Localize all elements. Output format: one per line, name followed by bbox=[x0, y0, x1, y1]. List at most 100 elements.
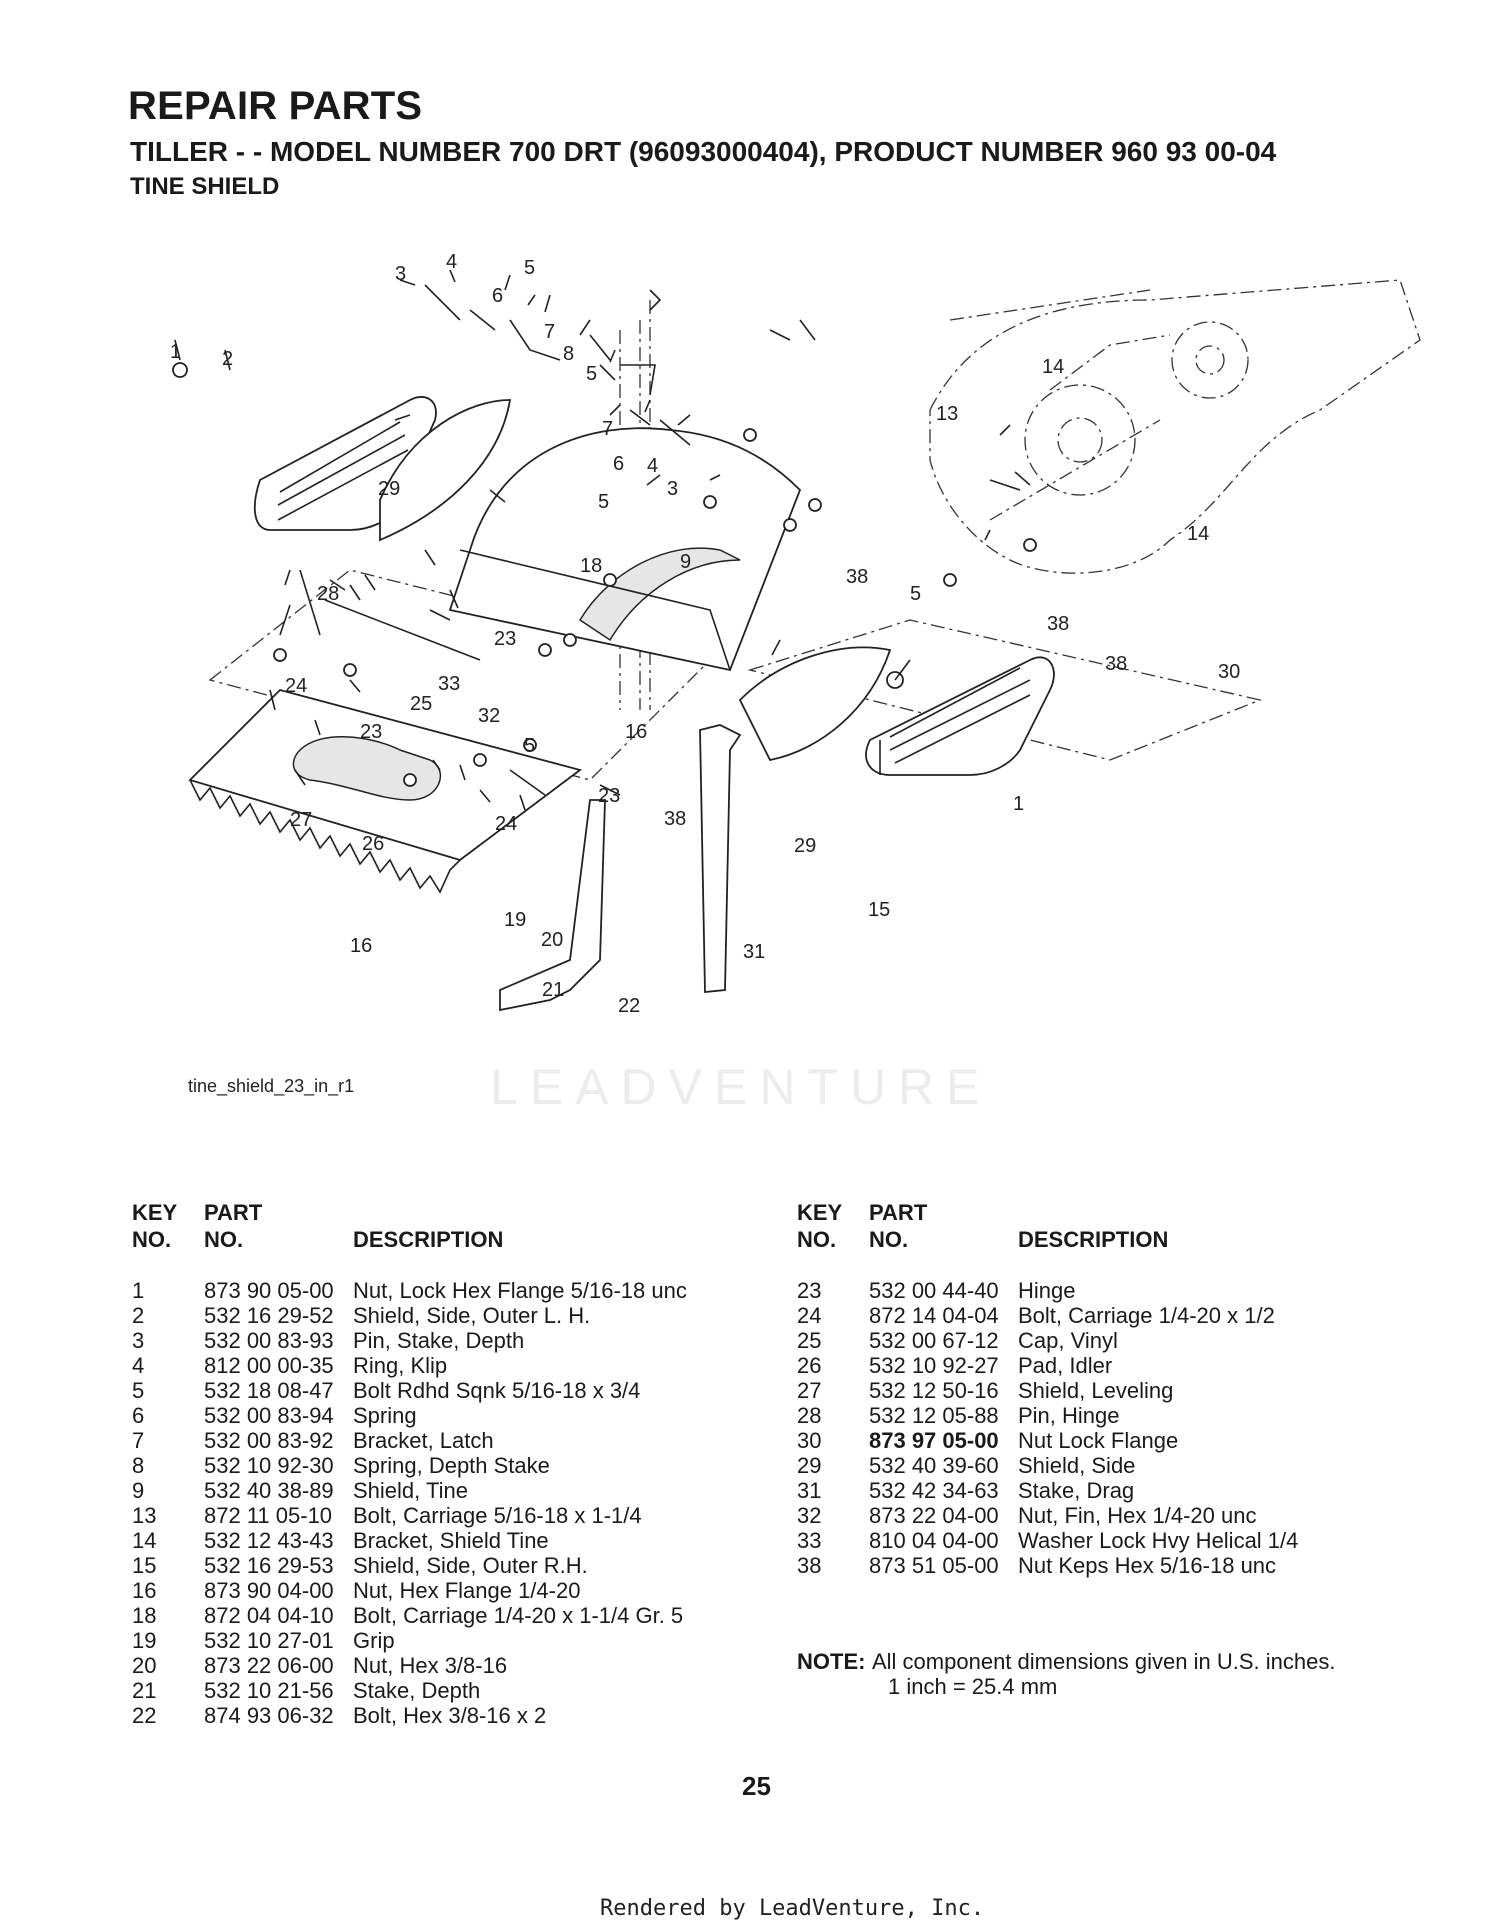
page-title: REPAIR PARTS bbox=[128, 84, 423, 128]
callout: 7 bbox=[602, 418, 613, 440]
callout: 29 bbox=[378, 478, 400, 500]
callout: 16 bbox=[625, 721, 647, 743]
tiller-chassis-outline bbox=[929, 279, 1421, 574]
callout: 29 bbox=[794, 835, 816, 857]
tine-shield bbox=[448, 427, 802, 672]
callout: 5 bbox=[598, 491, 609, 513]
callout: 31 bbox=[743, 941, 765, 963]
callout: 13 bbox=[936, 403, 958, 425]
header-description: DESCRIPTION bbox=[1018, 1227, 1169, 1252]
callout: 26 bbox=[362, 833, 384, 855]
header-part-no: NO. bbox=[869, 1227, 909, 1252]
side-shield-right bbox=[865, 656, 1055, 776]
callout: 19 bbox=[504, 909, 526, 931]
callout: 5 bbox=[524, 735, 535, 757]
header-part: PART bbox=[204, 1200, 263, 1225]
callout: 22 bbox=[618, 995, 640, 1017]
header-description: DESCRIPTION bbox=[353, 1227, 504, 1252]
callout: 3 bbox=[395, 263, 406, 285]
callout: 2 bbox=[222, 348, 233, 370]
callout: 38 bbox=[1105, 653, 1127, 675]
callout: 8 bbox=[563, 343, 574, 365]
callout: 20 bbox=[541, 929, 563, 951]
callout: 14 bbox=[1187, 523, 1209, 545]
spring-mid bbox=[629, 409, 651, 426]
callout: 23 bbox=[360, 721, 382, 743]
callout: 33 bbox=[438, 673, 460, 695]
diagram-reference: tine_shield_23_in_r1 bbox=[188, 1076, 354, 1097]
note-line-1: All component dimensions given in U.S. i… bbox=[872, 1649, 1336, 1674]
callout: 5 bbox=[586, 363, 597, 385]
callout: 6 bbox=[492, 285, 503, 307]
header-key: KEY bbox=[797, 1200, 843, 1225]
side-shield-29-lower bbox=[738, 646, 892, 762]
bracket-latch-top bbox=[509, 319, 561, 361]
callout: 14 bbox=[1042, 356, 1064, 378]
hinge-pin bbox=[324, 599, 481, 661]
header-key-no: NO. bbox=[797, 1227, 837, 1252]
side-shield-29-upper bbox=[379, 399, 512, 542]
diagram-svg: 1 2 3 4 5 6 7 8 5 7 6 4 3 29 18 9 5 28 2… bbox=[170, 251, 1421, 1097]
callout: 23 bbox=[494, 628, 516, 650]
header-part-no: NO. bbox=[204, 1227, 244, 1252]
drag-stake bbox=[699, 724, 742, 993]
header-key-no: NO. bbox=[132, 1227, 172, 1252]
callout: 38 bbox=[664, 808, 686, 830]
rendered-by-footer: Rendered by LeadVenture, Inc. bbox=[600, 1896, 985, 1921]
leveling-shield bbox=[188, 688, 583, 894]
callout: 28 bbox=[317, 583, 339, 605]
klip-ring bbox=[649, 289, 662, 311]
table-header: KEY NO. PART NO. DESCRIPTION bbox=[132, 1200, 752, 1262]
callout: 9 bbox=[680, 551, 691, 573]
pin-stake-depth-top bbox=[424, 284, 461, 321]
callout: 4 bbox=[446, 251, 457, 273]
callout: 30 bbox=[1218, 661, 1240, 683]
header-part: PART bbox=[869, 1200, 928, 1225]
grip bbox=[509, 769, 546, 796]
callout: 5 bbox=[524, 257, 535, 279]
spring-top bbox=[469, 309, 496, 331]
callout: 27 bbox=[290, 809, 312, 831]
table-header: KEY NO. PART NO. DESCRIPTION bbox=[797, 1200, 1417, 1262]
note-line-2: 1 inch = 25.4 mm bbox=[888, 1674, 1058, 1699]
exploded-parts-diagram: 1 2 3 4 5 6 7 8 5 7 6 4 3 29 18 9 5 28 2… bbox=[150, 240, 1430, 1160]
callout: 18 bbox=[580, 555, 602, 577]
callout: 1 bbox=[170, 341, 181, 363]
callout: 1 bbox=[1013, 793, 1024, 815]
model-subtitle: TILLER - - MODEL NUMBER 700 DRT (9609300… bbox=[130, 136, 1277, 167]
pin-stake-depth-mid bbox=[659, 419, 691, 446]
callout: 4 bbox=[647, 455, 658, 477]
callout: 24 bbox=[285, 675, 307, 697]
header-key: KEY bbox=[132, 1200, 178, 1225]
note-label: NOTE: bbox=[797, 1649, 866, 1674]
callout: 25 bbox=[410, 693, 432, 715]
callout: 7 bbox=[544, 321, 555, 343]
fasteners bbox=[172, 362, 1037, 787]
callout: 38 bbox=[1047, 613, 1069, 635]
